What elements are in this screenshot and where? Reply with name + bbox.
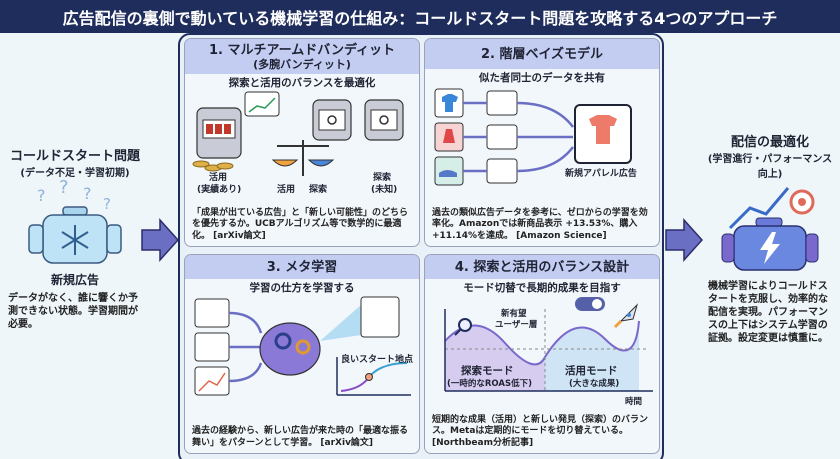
panel-title: 2. 階層ベイズモデル: [480, 47, 604, 62]
cold-start-description: データがなく、誰に響くか予測できない状態。学習期間が必要。: [8, 293, 138, 330]
question-mark-icon: ?: [59, 179, 69, 198]
label-exploit: 活用: [209, 173, 228, 183]
panel-hierarchical-bayes: 2. 階層ベイズモデル 似た者同士のデータを共有 新規アパレル広告 過去の類似広…: [424, 38, 660, 247]
explore-mode-label: 探索モード: [461, 365, 514, 377]
start-point-chart: [336, 357, 411, 396]
annotation-line2: ユーザー層: [495, 320, 538, 330]
rocket-icon: [613, 303, 639, 329]
label-explore-note: (未知): [371, 185, 398, 195]
arrow-right-icon: [665, 218, 704, 262]
slot-machine-icon: [196, 107, 242, 159]
panel-body: 過去の類似広告データを参考に、ゼロからの学習を効率化。Amazonでは新商品表示…: [432, 207, 648, 241]
arrow-right-icon: [141, 218, 180, 262]
chart-bubble-icon: [244, 91, 280, 117]
chart-icon: [486, 90, 518, 116]
panel-meta-learning: 3. メタ学習 学習の仕方を学習する 良いスタート地点 過去の経験から、新しい広…: [184, 254, 420, 454]
panel-subtitle: (多腕バンディット): [253, 58, 351, 71]
optimized-engine-icon: [721, 187, 819, 271]
new-ad-caption: 新規広告: [50, 273, 99, 287]
panel-title: 3. メタ学習: [266, 260, 338, 275]
past-experience-icon: [194, 298, 230, 328]
optimization-heading: 配信の最適化: [730, 135, 809, 150]
brain-icon: [259, 322, 321, 376]
start-point-marker: [365, 373, 373, 381]
growth-arrow-icon: [728, 187, 790, 230]
label-exploit-note: (実績あり): [197, 185, 242, 195]
page-title: 広告配信の裏側で動いている機械学習の仕組み：コールドスタート問題を攻略する4つの…: [0, 0, 840, 33]
optimization-description: 機械学習によりコールドスタートを克服し、効率的な配信を実現。パフォーマンスの上下…: [708, 281, 828, 344]
chart-icon: [486, 158, 518, 184]
lightning-icon: [760, 232, 780, 264]
good-start-label: 良いスタート地点: [341, 355, 414, 365]
slot-machine-unknown-icon: [364, 99, 404, 141]
balance-scale-icon: [271, 140, 335, 176]
cold-start-section: コールドスタート問題 (データ不足・学習初期) ? ? ? ? 新規広告 データ…: [0, 33, 150, 459]
slot-machine-unknown-icon: [312, 99, 352, 141]
new-apparel-ad-label: 新規アパレル広告: [565, 169, 637, 179]
question-mark-icon: ?: [83, 184, 92, 203]
gear-icon: [295, 339, 311, 355]
panel-lead: 探索と活用のバランスを最適化: [228, 77, 376, 89]
slot-machines-illustration: [192, 91, 404, 176]
label-explore: 探索: [373, 173, 392, 183]
panel-lead: 学習の仕方を学習する: [249, 282, 355, 294]
annotation-line1: 新有望: [501, 309, 527, 319]
panel-title: 4. 探索と活用のバランス設計: [454, 260, 630, 275]
exploit-mode-label: 活用モード: [565, 365, 618, 377]
cold-start-subheading: (データ不足・学習初期): [20, 168, 130, 179]
panel-lead: モード切替で長期的成果を目指す: [463, 282, 621, 294]
new-ad-card-icon: [360, 296, 400, 338]
coins-icon: [192, 160, 234, 172]
panel-header: 3. メタ学習: [185, 255, 419, 279]
meta-learning-illustration: [194, 296, 411, 396]
gear-icon: [274, 332, 292, 350]
panel-header: 4. 探索と活用のバランス設計: [425, 255, 659, 279]
snowflake-icon: [61, 225, 89, 255]
past-experience-icon: [194, 332, 230, 362]
panel-explore-exploit: 4. 探索と活用のバランス設計 モード切替で長期的成果を目指す 新有望 ユーザー…: [424, 254, 660, 454]
label-scale-explore: 探索: [309, 185, 328, 195]
exploit-mode-note: (大きな成果): [569, 379, 620, 389]
panel-body: 短期的な成果（活用）と新しい発見（探索）のバランス。Metaは定期的にモードを切…: [432, 414, 649, 448]
panel-body: 過去の経験から、新しい広告が来た時の「最適な振る舞い」をパターンとして学習。 […: [192, 426, 409, 448]
panel-title: 1. マルチアームドバンディット: [208, 43, 396, 58]
panel-header: 1. マルチアームドバンディット (多腕バンディット): [185, 39, 419, 74]
panel-multi-armed-bandit: 1. マルチアームドバンディット (多腕バンディット) 探索と活用のバランスを最…: [184, 38, 420, 247]
frozen-engine-icon: ? ? ? ?: [28, 179, 122, 264]
cold-start-heading: コールドスタート問題: [9, 149, 140, 164]
question-mark-icon: ?: [103, 195, 111, 213]
explore-mode-note: (一時的なROAS低下): [447, 379, 533, 389]
chart-icon: [486, 124, 518, 150]
magnifier-icon: [458, 318, 472, 332]
panel-lead: 似た者同士のデータを共有: [479, 72, 605, 84]
optimization-subheading: (学習進行・パフォーマンス向上): [707, 154, 833, 180]
panel-header: 2. 階層ベイズモデル: [425, 39, 659, 69]
optimization-section: 配信の最適化 (学習進行・パフォーマンス向上) 機械学習によりコールドスタートを…: [700, 33, 840, 459]
x-axis-label: 時間: [625, 397, 643, 407]
mode-switch-chart: [444, 297, 653, 392]
question-mark-icon: ?: [37, 186, 46, 205]
label-scale-exploit: 活用: [277, 185, 296, 195]
data-sharing-illustration: [434, 88, 632, 186]
panel-body: 「成果が出ている広告」と「新しい可能性」のどちらを優先するか。UCBアルゴリズム…: [192, 207, 409, 241]
